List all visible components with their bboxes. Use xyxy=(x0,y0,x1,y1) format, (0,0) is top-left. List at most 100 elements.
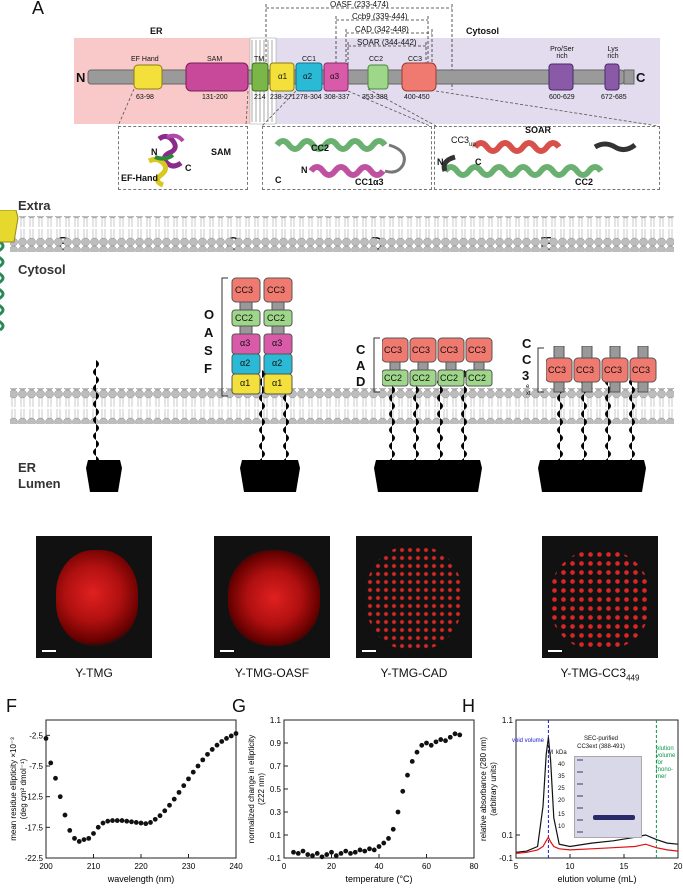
data-point xyxy=(219,739,225,744)
x-axis-label: wavelength (nm) xyxy=(107,874,175,884)
inset2-c: C xyxy=(275,175,282,185)
e-cc3-2: CC3 xyxy=(576,365,595,375)
alpha3-domain xyxy=(323,62,349,92)
oasf-cc3-right: CC3 xyxy=(267,285,286,295)
inset3-cc3: CC3up xyxy=(451,135,476,148)
panel-label-g: G xyxy=(232,696,247,716)
data-point xyxy=(414,749,420,755)
data-point xyxy=(305,852,311,857)
data-point xyxy=(438,737,444,742)
y-tick-label: -17.5 xyxy=(25,823,44,832)
cc3-bracket xyxy=(537,347,544,393)
data-point xyxy=(200,757,206,763)
gel-mw-15: 15 xyxy=(558,812,565,818)
oasf-cc2-left: CC2 xyxy=(235,313,254,323)
micrograph-d xyxy=(356,536,472,658)
data-point xyxy=(148,820,153,825)
cad-cc2-1: CC2 xyxy=(384,373,403,383)
cad-cc2-3: CC2 xyxy=(440,373,459,383)
fragment-soar: SOAR (344-442) xyxy=(357,38,417,47)
data-point xyxy=(433,739,439,745)
alpha2-range: 278-304 xyxy=(296,94,322,101)
data-point xyxy=(419,742,425,748)
inset1-sam: SAM xyxy=(211,147,231,157)
x-tick-label: 5 xyxy=(514,862,519,871)
y-axis-label: mean residue ellipticity ×10⁻³ xyxy=(9,737,18,841)
data-point xyxy=(395,809,401,815)
cad-cc2-4: CC2 xyxy=(468,373,487,383)
sec-gel-inset: SEC-purified CC3ext (388-491) kDa M 40 3… xyxy=(548,736,642,838)
inset2-cc2: CC2 xyxy=(311,143,330,153)
y-tick-label: 0.3 xyxy=(270,808,282,817)
data-point xyxy=(424,740,429,746)
cc2-name: CC2 xyxy=(369,56,384,63)
data-point xyxy=(76,839,82,844)
data-point xyxy=(114,818,120,823)
sam-ef-structure xyxy=(147,133,185,188)
data-point xyxy=(205,751,210,757)
y-tick-label: -0.1 xyxy=(499,854,513,863)
oasf-a3-right: α3 xyxy=(272,338,283,348)
x-tick-label: 80 xyxy=(470,862,479,871)
fragment-ccb9: Ccb9 (339-444) xyxy=(352,12,408,21)
micrograph-b xyxy=(36,536,152,658)
x-tick-label: 210 xyxy=(87,862,101,871)
data-point xyxy=(233,731,239,736)
y-tick-label: 0.7 xyxy=(270,762,282,771)
data-point xyxy=(324,852,330,857)
c-terminus-label: C xyxy=(636,70,646,85)
data-point xyxy=(110,818,115,823)
e-cc3-4: CC3 xyxy=(632,365,651,375)
gel-image xyxy=(574,756,642,838)
data-point xyxy=(300,848,306,854)
data-point xyxy=(86,835,92,841)
x-tick-label: 200 xyxy=(39,862,53,871)
data-point xyxy=(428,742,434,748)
alpha3-range: 308-337 xyxy=(324,94,350,101)
data-point xyxy=(400,788,406,794)
data-point xyxy=(386,836,391,841)
plasma-membrane xyxy=(10,216,674,252)
oasf-a1-left: α1 xyxy=(240,378,251,388)
data-point xyxy=(195,763,201,769)
y-axis-label-units: (222 nm) xyxy=(257,773,266,805)
x-axis-label: temperature (°C) xyxy=(345,874,412,884)
x-tick-label: 15 xyxy=(620,862,629,871)
inset2-cc1: CC1α3 xyxy=(355,177,384,187)
cad-blocks xyxy=(381,337,493,387)
data-point xyxy=(181,783,187,789)
x-tick-label: 240 xyxy=(229,862,243,871)
cc2-range: 353-388 xyxy=(362,94,388,101)
y-tick-label: -7.5 xyxy=(29,762,43,771)
y-tick-label: -2.5 xyxy=(29,731,43,740)
tm-range: 214 xyxy=(254,94,266,101)
oasf-a2-right: α2 xyxy=(272,358,283,368)
cad-cc3-3: CC3 xyxy=(440,345,459,355)
cc1-cc2-structure xyxy=(274,138,406,178)
x-tick-label: 230 xyxy=(182,862,196,871)
data-point xyxy=(409,759,415,764)
oasf-a3-left: α3 xyxy=(240,338,251,348)
e-cc3-3: CC3 xyxy=(604,365,623,375)
data-point xyxy=(105,818,111,824)
er-membrane xyxy=(10,388,674,424)
data-point xyxy=(124,818,130,824)
data-point xyxy=(390,826,396,832)
oasf-cc2-right: CC2 xyxy=(267,313,286,323)
cc3-ext-label: ext xyxy=(526,384,531,397)
data-point xyxy=(228,733,234,739)
cad-cc3-4: CC3 xyxy=(468,345,487,355)
inset2-n: N xyxy=(301,165,308,175)
gel-title: SEC-purified xyxy=(583,736,618,742)
data-point xyxy=(129,819,134,825)
extra-label: Extra xyxy=(18,198,51,213)
plot-frame xyxy=(515,719,679,859)
x-axis-label: elution volume (mL) xyxy=(557,874,636,884)
er-label: ER xyxy=(150,26,163,36)
alpha1-domain xyxy=(269,62,295,92)
data-point xyxy=(95,824,101,830)
data-point xyxy=(371,847,377,853)
gel-mw-10: 10 xyxy=(558,824,565,830)
series-line-0 xyxy=(515,737,679,853)
